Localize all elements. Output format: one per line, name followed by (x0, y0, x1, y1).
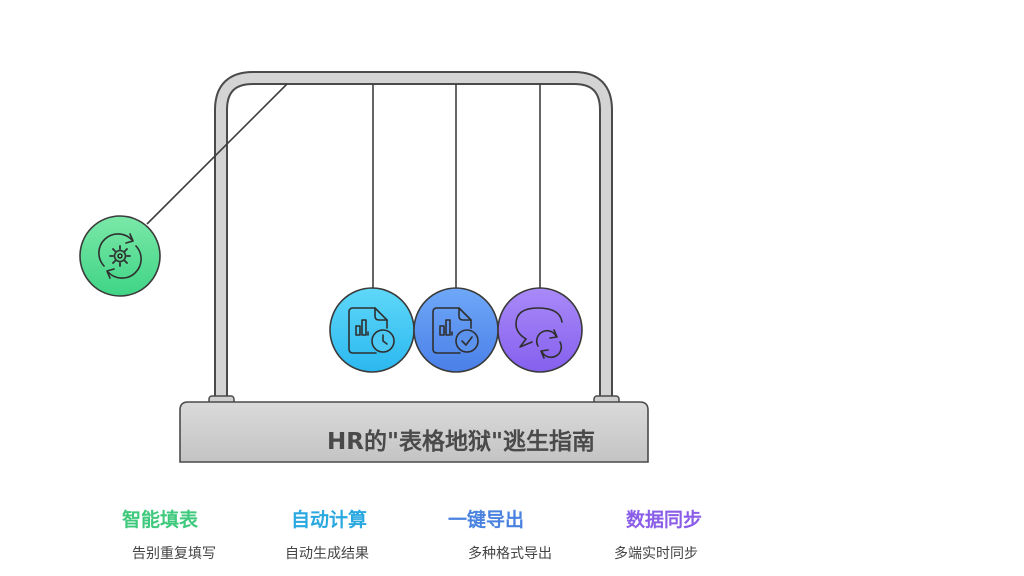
cradle-frame (208, 71, 620, 406)
feature-2-description: 自动生成结果 (285, 546, 369, 562)
feature-2-title: 自动计算 (291, 509, 368, 531)
feature-4-title: 数据同步 (626, 509, 703, 531)
gear-refresh-icon (98, 233, 142, 279)
document-chart-clock-icon (348, 307, 395, 354)
feature-4-description: 多端实时同步 (614, 546, 698, 562)
base-title: HR的"表格地狱"逃生指南 (327, 428, 595, 455)
pendulum-strings (146, 83, 541, 288)
string-1 (146, 83, 288, 225)
chat-sync-icon (515, 307, 563, 359)
cradle-base: HR的"表格地狱"逃生指南 (179, 401, 649, 463)
ball-data-sync (497, 287, 583, 373)
ball-one-click-export (413, 287, 499, 373)
ball-smart-fill (79, 215, 161, 297)
feature-1-description: 告别重复填写 (132, 546, 216, 562)
feature-1-title: 智能填表 (122, 509, 199, 531)
document-chart-check-icon (432, 307, 479, 354)
ball-auto-calc (329, 287, 415, 373)
feature-3-title: 一键导出 (448, 509, 525, 531)
feature-3-description: 多种格式导出 (468, 546, 552, 562)
